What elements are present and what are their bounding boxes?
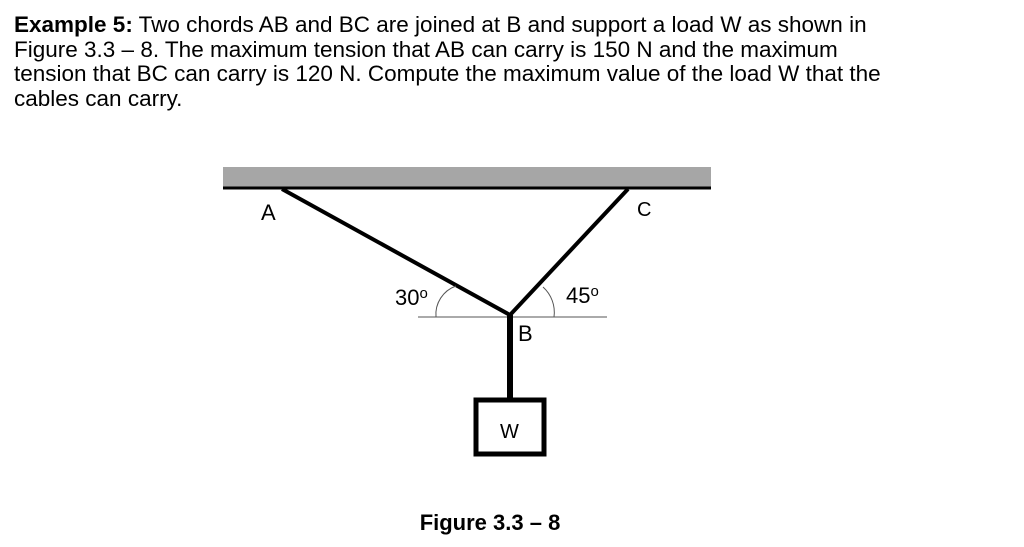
problem-line-1: Example 5: Two chords AB and BC are join… <box>14 12 867 37</box>
angle-arc-45 <box>542 286 555 318</box>
cable-bc <box>508 187 630 317</box>
degree-symbol: o <box>590 283 598 300</box>
problem-line-4: cables can carry. <box>14 85 183 111</box>
label-b: B <box>518 321 533 346</box>
figure-caption: Figure 3.3 – 8 <box>419 510 561 535</box>
load-box <box>473 397 547 457</box>
label-w: W <box>500 421 519 443</box>
ceiling-support <box>223 167 711 187</box>
angle-label-30: 30o <box>395 285 428 310</box>
angle-arc-30 <box>435 285 457 318</box>
degree-symbol: o <box>419 285 427 302</box>
problem-line-2: Figure 3.3 – 8. The maximum tension that… <box>14 36 838 62</box>
problem-line-3: tension that BC can carry is 120 N. Comp… <box>14 61 881 86</box>
angle-label-45: 45o <box>566 283 599 308</box>
label-a: A <box>261 200 276 225</box>
cable-ab <box>281 187 511 317</box>
label-c: C <box>637 199 651 221</box>
example-heading: Example 5: <box>14 12 133 37</box>
problem-statement: Example 5: Two chords AB and BC are join… <box>14 12 1008 111</box>
